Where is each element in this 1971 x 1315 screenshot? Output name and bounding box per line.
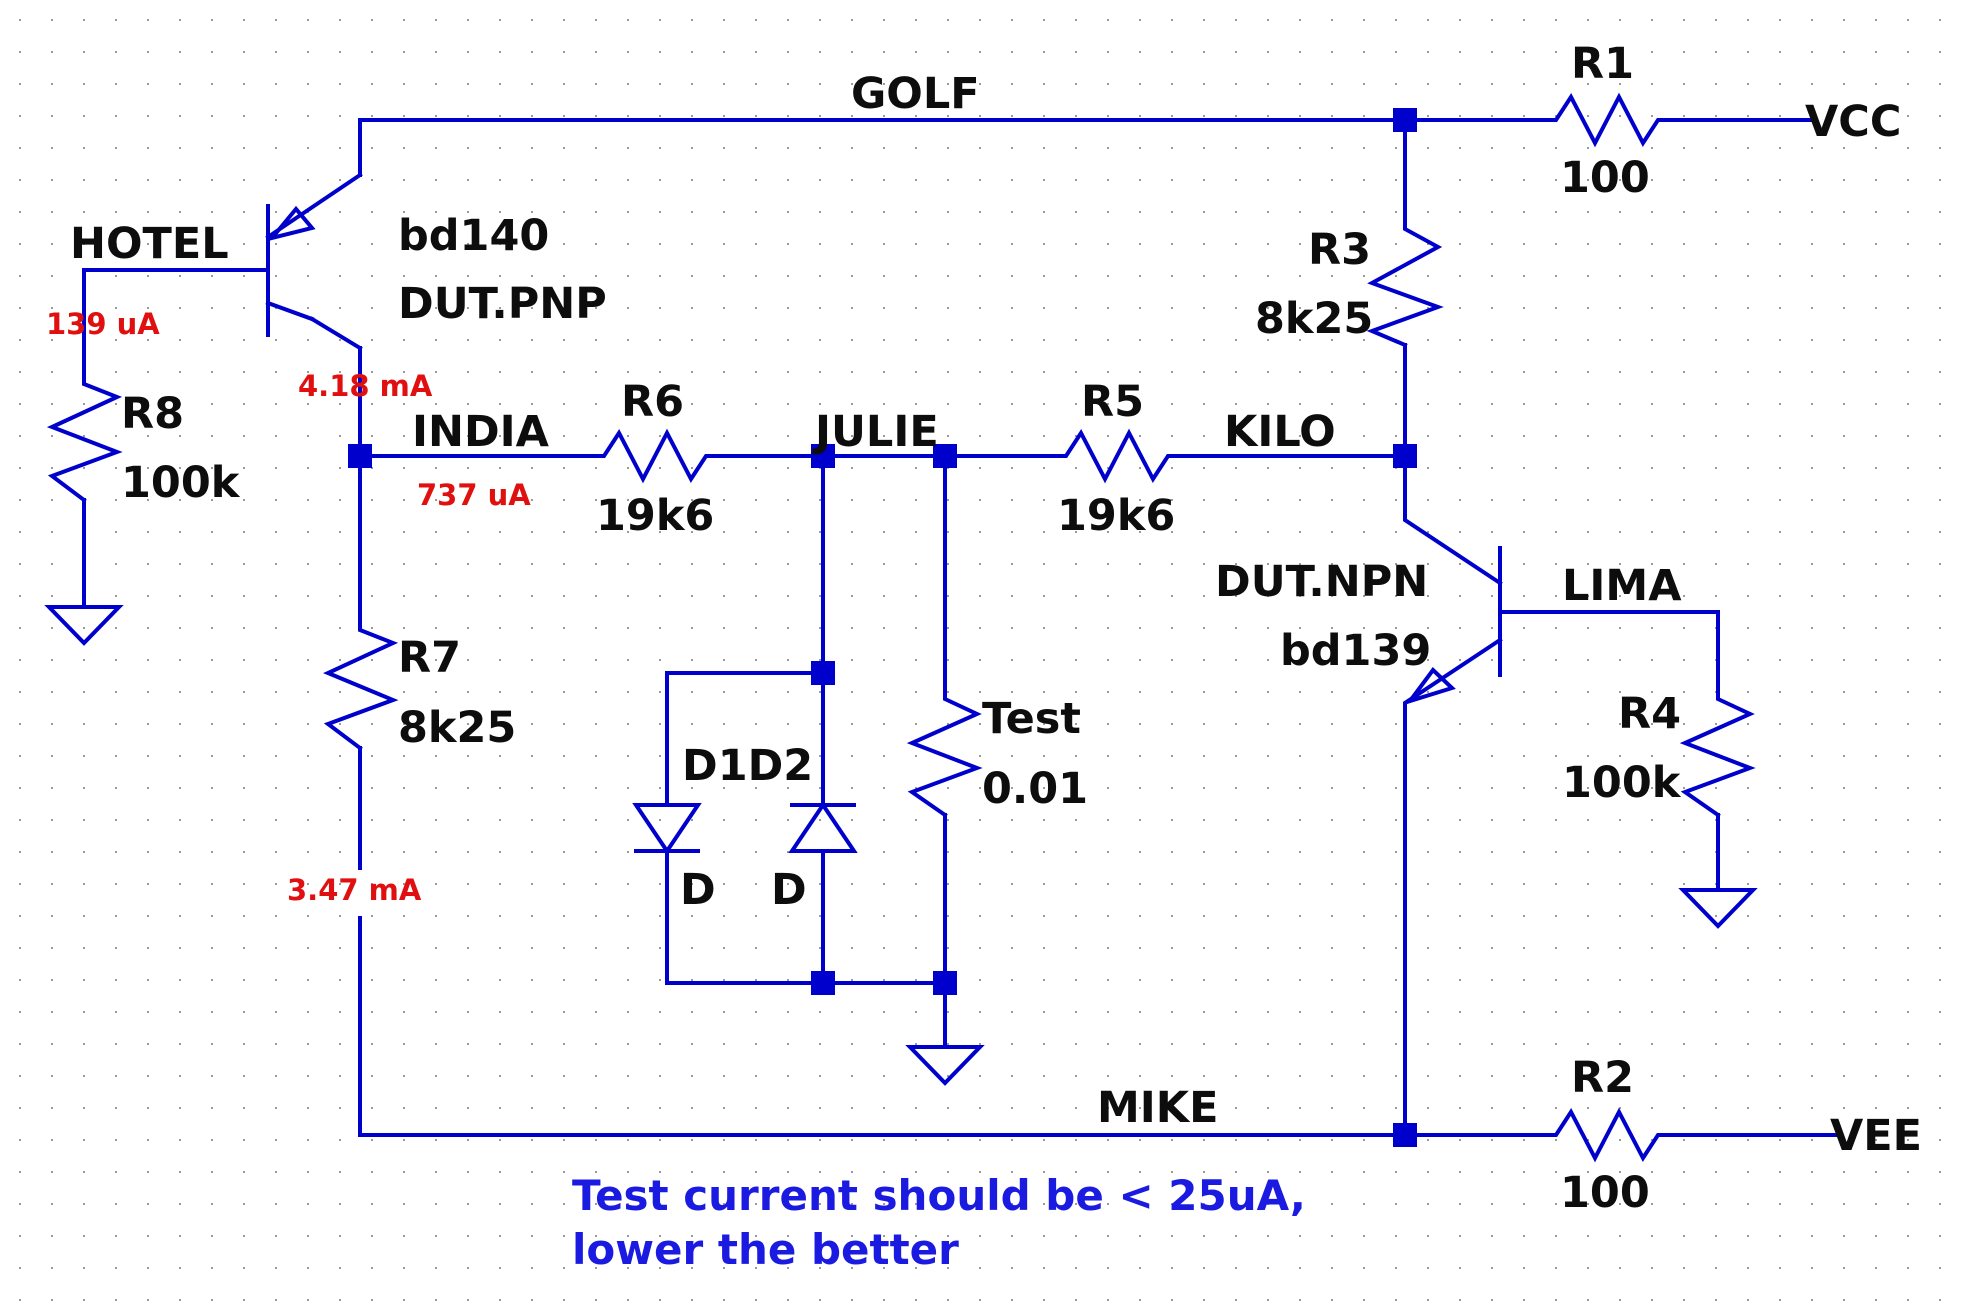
d2-value: D (771, 865, 807, 915)
measurement-india-current: 737 uA (417, 478, 531, 512)
r7-value: 8k25 (398, 703, 516, 753)
resistor-r6-symbol (588, 428, 717, 484)
resistor-r1-symbol (1540, 92, 1669, 148)
junction-golf-r3 (1393, 108, 1417, 132)
npn-model: bd139 (1280, 626, 1431, 676)
r2-value: 100 (1560, 1168, 1650, 1218)
junction-julie-test (933, 444, 957, 468)
net-label-lima: LIMA (1562, 561, 1682, 611)
wire-pnp-collector (309, 316, 363, 351)
junction-diode-bottom (811, 971, 835, 995)
resistor-r8-symbol (46, 370, 123, 503)
net-label-vcc: VCC (1805, 97, 1901, 147)
ground-test-icon (905, 1045, 985, 1086)
diode-d2-triangle (788, 801, 858, 853)
test-name: Test (982, 694, 1081, 744)
diodes (632, 801, 858, 855)
resistor-r4-symbol (1679, 688, 1756, 818)
pnp-collector-lead (265, 300, 315, 322)
net-label-julie: JULIE (812, 407, 939, 457)
resistor-r2-symbol (1540, 1107, 1669, 1163)
wire-mike (358, 916, 1407, 1137)
resistor-test-symbol (906, 688, 983, 818)
ground-r4-icon (1678, 888, 1758, 929)
measurement-r7-current: 3.47 mA (287, 873, 422, 907)
r8-value: 100k (121, 458, 241, 508)
r5-value: 19k6 (1057, 491, 1175, 541)
resistor-r7-symbol (323, 616, 399, 751)
junction-test-bottom (933, 971, 957, 995)
note-line-2: lower the better (572, 1225, 959, 1274)
r6-value: 19k6 (596, 491, 714, 541)
diode-d1-triangle (632, 803, 702, 855)
note-line-1: Test current should be < 25uA, (572, 1171, 1306, 1220)
r5-name: R5 (1081, 377, 1144, 427)
r6-name: R6 (621, 377, 684, 427)
pnp-emitter-arrow (266, 205, 316, 242)
wire-d1-top (665, 671, 825, 807)
junction-kilo (1393, 444, 1417, 468)
measurement-r8-current: 139 uA (46, 307, 160, 341)
wire-golf (358, 118, 1407, 177)
wire-d1-bottom (665, 849, 947, 985)
junction-india (348, 444, 372, 468)
net-label-vee: VEE (1830, 1111, 1922, 1161)
r3-value: 8k25 (1255, 294, 1373, 344)
r1-name: R1 (1571, 39, 1634, 89)
diodes-name: D1D2 (682, 741, 813, 791)
d1-value: D (680, 865, 716, 915)
npn-emitter-arrow (1404, 666, 1456, 705)
resistor-r3-symbol (1366, 213, 1444, 348)
net-label-india: INDIA (412, 407, 550, 457)
net-label-golf: GOLF (851, 69, 980, 119)
pnp-transistor (265, 172, 363, 337)
wire-hotel (82, 268, 270, 374)
junction-mike (1393, 1123, 1417, 1147)
wire-npn-collector (1403, 454, 1503, 586)
measurement-pnp-collector: 4.18 mA (298, 369, 433, 403)
net-label-hotel: HOTEL (70, 219, 229, 269)
wires (82, 118, 1837, 1137)
r2-name: R2 (1571, 1053, 1634, 1103)
net-label-mike: MIKE (1097, 1083, 1218, 1133)
ground-symbols (44, 605, 1758, 1086)
r4-name: R4 (1618, 689, 1681, 739)
pnp-name: DUT.PNP (398, 279, 607, 329)
r8-name: R8 (121, 389, 184, 439)
r7-name: R7 (398, 633, 461, 683)
npn-name: DUT.NPN (1215, 557, 1428, 607)
junction-diode-top (811, 661, 835, 685)
resistors (46, 92, 1756, 1163)
wire-npn-emitter (1403, 637, 1503, 1137)
r1-value: 100 (1560, 153, 1650, 203)
junctions (348, 108, 1417, 1147)
r3-name: R3 (1308, 225, 1371, 275)
junction-julie-d (811, 444, 835, 468)
pnp-model: bd140 (398, 211, 549, 261)
wire-lima (1498, 610, 1720, 692)
net-label-kilo: KILO (1224, 407, 1336, 457)
test-value: 0.01 (982, 764, 1088, 814)
r4-value: 100k (1562, 758, 1682, 808)
ground-r8-icon (44, 605, 124, 646)
npn-transistor (1404, 546, 1502, 705)
resistor-r5-symbol (1050, 428, 1179, 484)
